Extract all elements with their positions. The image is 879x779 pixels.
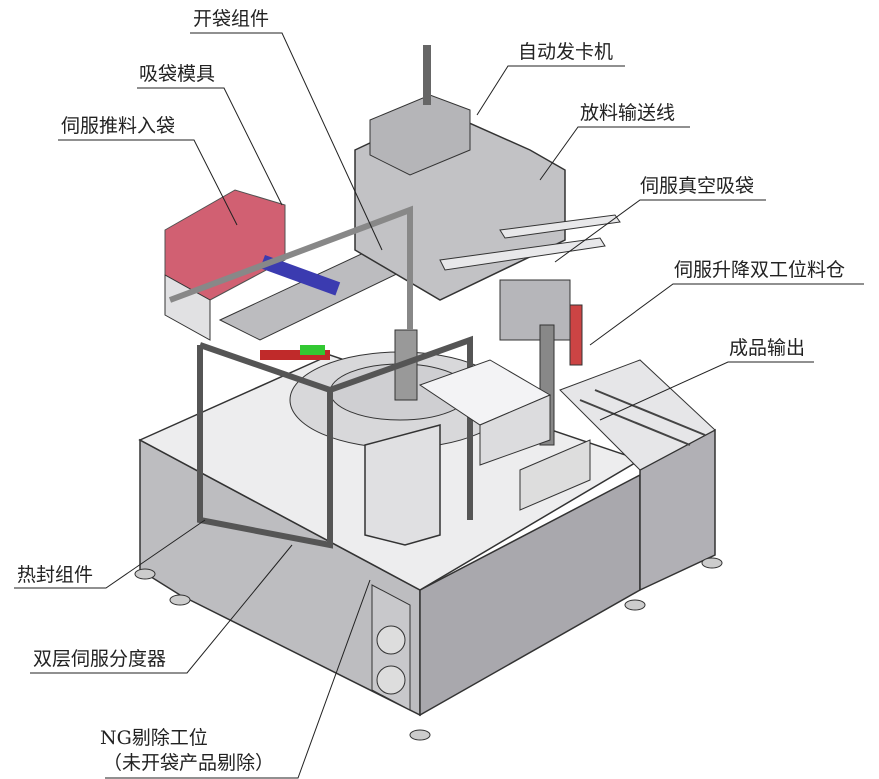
label-product-output: 成品输出 [729,337,806,359]
label-servo-vacuum-suction: 伺服真空吸袋 [640,175,755,197]
vacuum-arm [439,237,606,271]
output-table [559,359,716,471]
label-servo-lift-dual-magazine: 伺服升降双工位料仓 [674,259,846,281]
label-ng-reject-note: （未开袋产品剔除） [103,752,275,774]
bag-box [364,424,441,546]
label-heat-seal: 热封组件 [17,564,94,586]
label-feed-conveyor: 放料输送线 [580,102,676,124]
servo-push-unit [164,189,286,301]
label-servo-push-bagging: 伺服推料入袋 [61,115,176,137]
label-dual-servo-indexer: 双层伺服分度器 [33,648,167,670]
label-ng-reject-station: NG剔除工位 [100,727,208,749]
label-bag-opening: 开袋组件 [193,8,270,30]
label-suction-mold: 吸袋模具 [139,63,216,85]
leader-lines [14,32,864,779]
label-auto-card-dispenser: 自动发卡机 [518,41,614,63]
